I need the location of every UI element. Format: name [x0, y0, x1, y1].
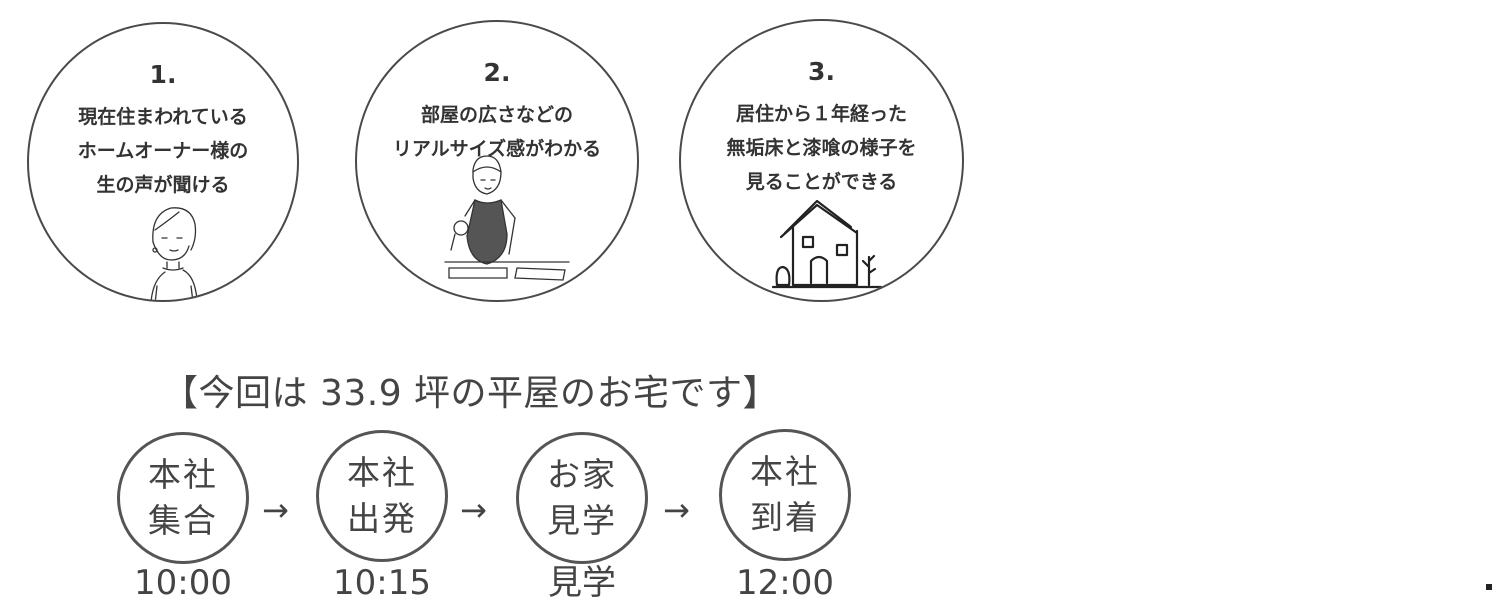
step-line: 到着 — [750, 498, 820, 537]
step-line: 集合 — [148, 501, 218, 540]
woman-portrait-icon — [150, 207, 198, 300]
subtitle: 【今回は 33.9 坪の平屋のお宅です】 — [162, 373, 780, 414]
point-line: 見ることができる — [745, 171, 898, 193]
point-line: 部屋の広さなどの — [420, 104, 573, 126]
step-line: 本社 — [347, 453, 417, 492]
step-line: 本社 — [750, 452, 820, 491]
corner-dot — [1486, 584, 1492, 590]
point-line: 居住から１年経った — [735, 103, 907, 125]
arrow-right-icon: → — [663, 491, 690, 529]
point-number: 3. — [808, 57, 835, 86]
step-time: 見学 — [548, 563, 616, 603]
point-line: 無垢床と漆喰の様子を — [726, 137, 917, 159]
point-line: 生の声が聞ける — [96, 174, 230, 196]
schedule-step-3: お家 見学 — [516, 432, 648, 564]
point-line: ホームオーナー様の — [77, 140, 249, 162]
step-line: 出発 — [347, 499, 417, 538]
step-time: 10:15 — [333, 563, 431, 603]
step-time: 10:00 — [134, 563, 232, 603]
schedule-step-1: 本社 集合 — [117, 432, 249, 564]
step-line: 本社 — [148, 455, 218, 494]
point-number: 2. — [483, 58, 511, 87]
step-line: お家 — [547, 455, 617, 494]
person-cooking-icon — [444, 155, 570, 281]
point-line: リアルサイズ感がわかる — [392, 138, 602, 160]
house-icon — [771, 199, 883, 289]
point-description: 部屋の広さなどの リアルサイズ感がわかる — [357, 98, 637, 166]
schedule-step-2: 本社 出発 — [316, 430, 448, 562]
step-time: 12:00 — [736, 563, 834, 603]
point-line: 現在住まわれている — [78, 106, 248, 128]
point-description: 居住から１年経った 無垢床と漆喰の様子を 見ることができる — [681, 97, 962, 199]
point-number: 1. — [149, 60, 177, 89]
step-line: 見学 — [547, 501, 617, 540]
point-circle-2: 2. 部屋の広さなどの リアルサイズ感がわかる — [355, 20, 639, 302]
schedule-step-4: 本社 到着 — [719, 429, 851, 561]
point-circle-1: 1. 現在住まわれている ホームオーナー様の 生の声が聞ける — [27, 22, 299, 302]
point-description: 現在住まわれている ホームオーナー様の 生の声が聞ける — [29, 100, 297, 202]
arrow-right-icon: → — [262, 491, 289, 529]
point-circle-3: 3. 居住から１年経った 無垢床と漆喰の様子を 見ることができる — [679, 19, 964, 302]
arrow-right-icon: → — [460, 491, 487, 529]
